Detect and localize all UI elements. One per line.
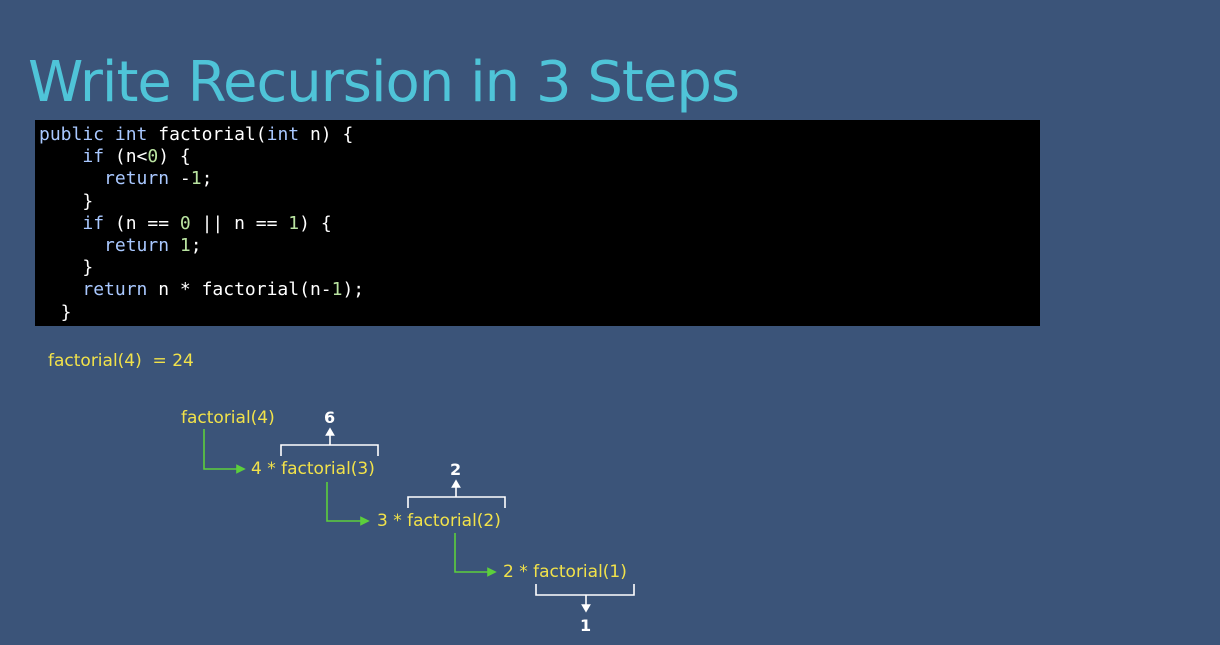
code-keyword: int (266, 124, 300, 145)
code-number: 1 (288, 212, 300, 234)
code-line: return 1; (104, 234, 202, 256)
return-value: 2 (450, 460, 462, 479)
call-arrow (203, 429, 246, 474)
return-bracket (535, 584, 635, 613)
code-number: 1 (331, 279, 343, 301)
return-bracket (407, 479, 506, 508)
code-keyword: int (114, 124, 148, 145)
code-block: public int factorial(int n) { if (n<0) {… (35, 120, 1040, 326)
return-bracket (280, 427, 379, 456)
code-line: if (n == 0 || n == 1) { (82, 212, 332, 234)
tree-root-label: factorial(4) (181, 408, 275, 428)
code-number: 0 (179, 212, 191, 234)
code-keyword: return (104, 234, 170, 256)
code-line: } (39, 257, 94, 279)
code-keyword: if (82, 146, 105, 168)
code-number: 0 (147, 146, 159, 168)
tree-call-label: 4 * factorial(3) (251, 459, 375, 479)
code-line: } (39, 190, 94, 212)
code-keyword: public (39, 124, 105, 145)
code-keyword: return (104, 168, 170, 190)
result-text: factorial(4) = 24 (48, 351, 194, 371)
slide-title: Write Recursion in 3 Steps (28, 50, 740, 115)
code-number: 1 (190, 168, 202, 190)
code-keyword: if (82, 212, 105, 234)
return-value: 6 (324, 408, 336, 427)
call-arrow (326, 482, 370, 526)
code-line: return n * factorial(n-1); (82, 279, 365, 301)
tree-call-label: 3 * factorial(2) (377, 511, 501, 531)
code-number: 1 (179, 234, 191, 256)
code-keyword: return (82, 279, 148, 301)
tree-call-label: 2 * factorial(1) (503, 562, 627, 582)
call-arrow (454, 533, 497, 577)
code-line: public int factorial(int n) { (39, 124, 354, 145)
code-line: return -1; (104, 168, 213, 190)
return-value: 1 (580, 616, 592, 635)
code-line: if (n<0) { (82, 146, 191, 168)
code-line: } (39, 301, 72, 323)
